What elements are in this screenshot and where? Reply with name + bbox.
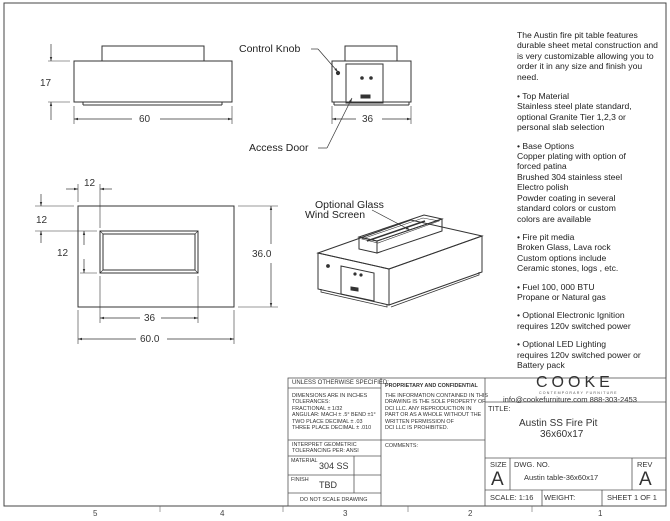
note-line: Ceramic stones, logs , etc. [517, 263, 619, 274]
tb-rev-value: A [639, 469, 652, 490]
note-line: requires 120v switched power [517, 320, 631, 331]
notes-section-base-options: • Base Options Copper plating with optio… [517, 141, 665, 224]
notes-section-fuel: • Fuel 100, 000 BTU Propane or Natural g… [517, 282, 665, 303]
dim-side-width: 36 [362, 114, 374, 125]
notes-intro: The Austin fire pit table features durab… [517, 30, 658, 82]
dim-top-inner-left: 12 [57, 248, 69, 259]
note-line: requires 120v switched power or [517, 349, 641, 360]
zone-number: 1 [598, 509, 603, 518]
tb-tol-line: FRACTIONAL ± 1/32 [292, 405, 343, 412]
company-contact: info@cookefurniture.com 888-303-2453 [503, 395, 637, 404]
zone-number: 2 [468, 509, 473, 518]
tb-interpret-line: TOLERANCING PER: ANSI [292, 448, 359, 455]
tb-rev-label: REV [637, 460, 653, 469]
note-line: personal slab selection [517, 122, 605, 133]
note-line: forced patina [517, 161, 567, 172]
zone-numbers: 5 4 3 2 1 [93, 506, 603, 518]
notes-section-top-material: • Top Material Stainless steel plate sta… [517, 91, 665, 133]
dim-top-offset-top: 12 [84, 178, 96, 189]
note-line: Broken Glass, Lava rock [517, 242, 611, 253]
note-line: • Fire pit media [517, 231, 575, 242]
dim-top-offset-left: 12 [36, 215, 48, 226]
note-line: • Top Material [517, 91, 570, 102]
note-line: Electro polish [517, 182, 569, 193]
note-line: optional Granite Tier 1,2,3 or [517, 111, 626, 122]
tb-proprietary-line: WRITTEN PERMISSION OF [385, 418, 454, 425]
tb-unless: UNLESS OTHERWISE SPECIFIED: [292, 380, 389, 386]
tb-dwg-label: DWG. NO. [514, 460, 550, 469]
tb-weight: WEIGHT: [544, 493, 576, 502]
tb-finish-value: TBD [319, 480, 337, 490]
tb-size-label: SIZE [490, 460, 507, 469]
note-line: Copper plating with option of [517, 151, 626, 162]
note-line: • Fuel 100, 000 BTU [517, 281, 595, 292]
note-line: Propane or Natural gas [517, 291, 606, 302]
note-line: standard colors or custom [517, 203, 616, 214]
tb-proprietary-line: DCI LLC IS PROHIBITED. [385, 425, 449, 432]
tb-proprietary-line: THE INFORMATION CONTAINED IN THIS [385, 393, 489, 399]
notes-section-ignition: • Optional Electronic Ignition requires … [517, 310, 665, 331]
top-view [35, 184, 278, 344]
tb-proprietary-line: PART OR AS A WHOLE WITHOUT THE [385, 412, 482, 419]
note-line: • Optional LED Lighting [517, 339, 607, 350]
tb-material-label: MATERIAL [291, 458, 318, 464]
tb-proprietary-title: PROPRIETARY AND CONFIDENTIAL [385, 383, 478, 389]
tb-sheet: SHEET 1 OF 1 [607, 493, 657, 502]
tb-tol-line: THREE PLACE DECIMAL ± .010 [292, 425, 372, 432]
drawing-title-line1: Austin SS Fire Pit [519, 418, 598, 429]
note-line: • Base Options [517, 140, 574, 151]
note-line: Stainless steel plate standard, [517, 101, 632, 112]
note-line: Brushed 304 stainless steel [517, 171, 623, 182]
tb-tol-line: ANGULAR: MACH ± .5° BEND ±1° [292, 412, 376, 419]
notes-section-media: • Fire pit media Broken Glass, Lava rock… [517, 232, 665, 274]
tb-tolerances: DIMENSIONS ARE IN INCHES TOLERANCES: FRA… [292, 393, 376, 431]
tb-title-label: TITLE: [488, 404, 511, 413]
zone-number: 3 [343, 509, 348, 518]
label-glass-line1: Optional Glass [315, 199, 384, 211]
tb-interpret-line: INTERPRET GEOMETRIC [292, 442, 357, 448]
label-control-knob: Control Knob [239, 43, 300, 55]
notes-section-led: • Optional LED Lighting requires 120v sw… [517, 339, 665, 370]
company-logo: COOKE [536, 374, 614, 391]
dim-front-height: 17 [40, 78, 52, 89]
zone-number: 5 [93, 509, 98, 518]
tb-proprietary-line: DRAWING IS THE SOLE PROPERTY OF [385, 399, 486, 406]
drawing-title-line2: 36x60x17 [540, 429, 584, 440]
label-access-door: Access Door [249, 142, 309, 154]
isometric-view [316, 209, 484, 308]
tb-do-not-scale: DO NOT SCALE DRAWING [300, 497, 368, 503]
tb-proprietary-line: DCI LLC. ANY REPRODUCTION IN [385, 405, 472, 412]
dim-front-width: 60 [139, 114, 151, 125]
tb-tol-line: DIMENSIONS ARE IN INCHES [292, 393, 368, 399]
note-line: Powder coating in several [517, 192, 616, 203]
title-block-grid [287, 377, 667, 507]
front-view [48, 44, 233, 124]
side-view [311, 45, 412, 149]
note-line: Battery pack [517, 359, 565, 370]
note-line: • Optional Electronic Ignition [517, 310, 625, 321]
dim-top-burner-length: 36 [144, 313, 156, 324]
tb-finish-label: FINISH [291, 477, 309, 483]
tb-comments-label: COMMENTS: [385, 443, 418, 449]
tb-dwg-number: Austin table-36x60x17 [524, 473, 599, 482]
dim-top-width: 60.0 [140, 334, 160, 345]
tb-scale: SCALE: 1:16 [490, 493, 534, 502]
zone-number: 4 [220, 509, 225, 518]
company-tagline: CONTEMPORARY FURNITURE [539, 391, 618, 395]
tb-size-value: A [491, 469, 504, 490]
tb-tol-line: TWO PLACE DECIMAL ± .03 [292, 418, 363, 425]
tb-material-value: 304 SS [319, 461, 349, 471]
dim-top-depth: 36.0 [252, 249, 272, 260]
label-glass-line2: Wind Screen [305, 209, 365, 221]
note-line: colors are available [517, 213, 592, 224]
tb-tol-line: TOLERANCES: [292, 399, 330, 406]
tb-proprietary-text: THE INFORMATION CONTAINED IN THIS DRAWIN… [385, 393, 488, 431]
note-line: Custom options include [517, 252, 607, 263]
product-notes: The Austin fire pit table features durab… [517, 30, 665, 378]
tb-interpret: INTERPRET GEOMETRIC TOLERANCING PER: ANS… [292, 442, 359, 455]
